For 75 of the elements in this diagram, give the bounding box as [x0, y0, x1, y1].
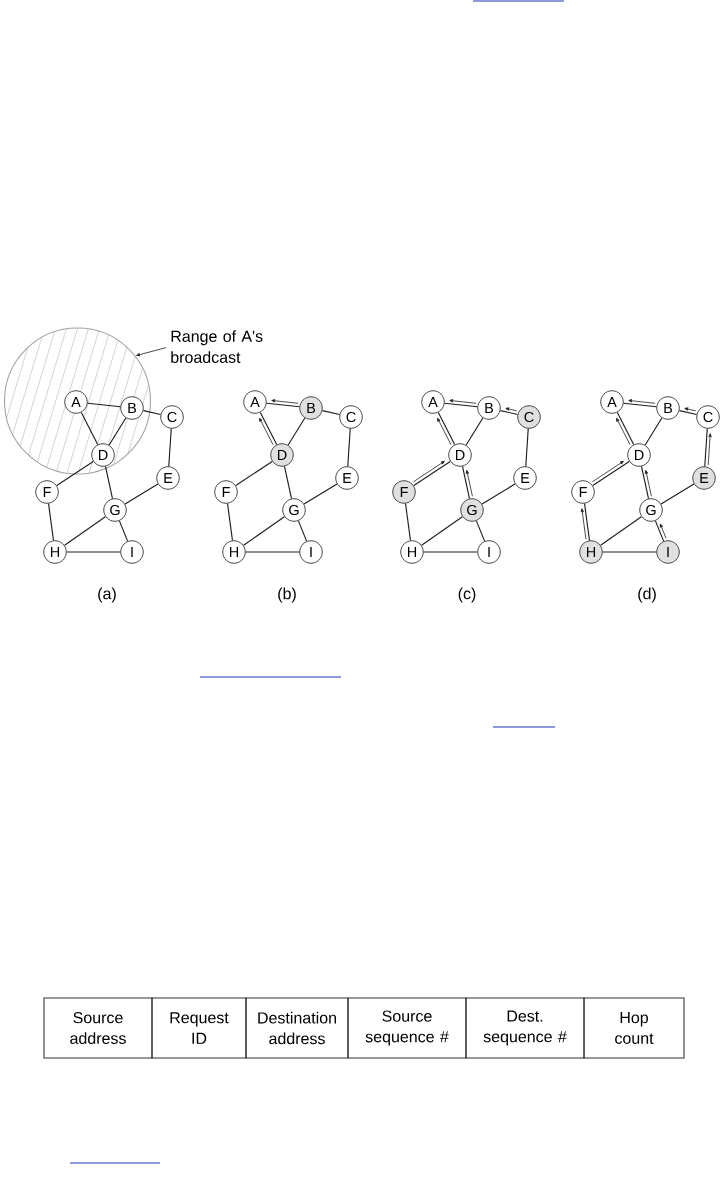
- arrow: [628, 399, 656, 404]
- arrow: [591, 460, 624, 483]
- link-line: [465, 417, 484, 446]
- link-line: [287, 417, 306, 446]
- link-line: [80, 411, 99, 446]
- link-line: [347, 428, 351, 467]
- link-line: [259, 411, 278, 446]
- link-line: [227, 503, 233, 541]
- link-line: [124, 483, 159, 505]
- link-line: [142, 410, 162, 415]
- link-line: [48, 503, 54, 541]
- field-cell: Source address: [43, 997, 153, 1059]
- link-line: [266, 402, 300, 408]
- link-line: [704, 428, 708, 467]
- link-line: [64, 516, 106, 546]
- link-line: [118, 520, 129, 542]
- link-line: [640, 465, 650, 500]
- subfigure-label: (b): [278, 587, 296, 603]
- link-line: [584, 503, 591, 541]
- link-line: [644, 417, 663, 446]
- link-line: [87, 402, 121, 408]
- arrow: [437, 417, 452, 446]
- link-line: [56, 460, 94, 487]
- link-line: [499, 410, 519, 415]
- link-line: [245, 551, 300, 553]
- field-cell: Request ID: [151, 997, 247, 1059]
- link-line: [104, 465, 114, 500]
- link-line: [600, 516, 642, 546]
- arrow: [505, 407, 518, 412]
- link-line: [678, 410, 698, 415]
- link-line: [654, 520, 665, 542]
- link-line: [303, 483, 338, 505]
- arrow: [271, 399, 299, 404]
- field-cell: Hop count: [583, 997, 685, 1059]
- link-line: [616, 411, 635, 446]
- field-cell: Destination address: [245, 997, 349, 1059]
- link-line: [481, 483, 516, 505]
- link-line: [592, 460, 630, 487]
- link-line: [444, 402, 478, 408]
- link-line: [437, 411, 456, 446]
- link-line: [235, 460, 273, 487]
- subfigure-label: (a): [98, 587, 116, 603]
- link-line: [423, 551, 478, 553]
- annotation-text: Range of A's broadcast: [171, 330, 263, 363]
- link-line: [405, 503, 412, 541]
- link-line: [475, 520, 486, 542]
- field-cell: Source sequence #: [347, 997, 467, 1059]
- leader-arrow: [136, 347, 167, 357]
- link-line: [168, 428, 172, 467]
- link-line: [623, 402, 657, 408]
- arrow: [659, 523, 667, 539]
- link-line: [297, 520, 308, 542]
- link-line: [461, 465, 471, 500]
- arrow: [449, 399, 477, 404]
- link-line: [321, 410, 341, 415]
- arrow: [259, 417, 274, 446]
- link-line: [413, 460, 451, 487]
- field-cell: Dest. sequence #: [465, 997, 585, 1059]
- arrow: [707, 433, 712, 466]
- subfigure-label: (d): [638, 587, 656, 603]
- arrow: [580, 508, 587, 540]
- link-line: [421, 516, 463, 546]
- link-line: [108, 417, 127, 446]
- link-line: [66, 551, 121, 553]
- link-line: [660, 483, 695, 505]
- subfigure-label: (c): [458, 587, 476, 603]
- link-line: [283, 465, 293, 500]
- link-line: [525, 428, 529, 467]
- arrow: [644, 469, 652, 497]
- arrow: [684, 407, 697, 412]
- link-line: [243, 516, 285, 546]
- arrow: [465, 469, 473, 497]
- arrow: [412, 460, 445, 483]
- link-line: [602, 551, 657, 553]
- arrow: [616, 417, 631, 446]
